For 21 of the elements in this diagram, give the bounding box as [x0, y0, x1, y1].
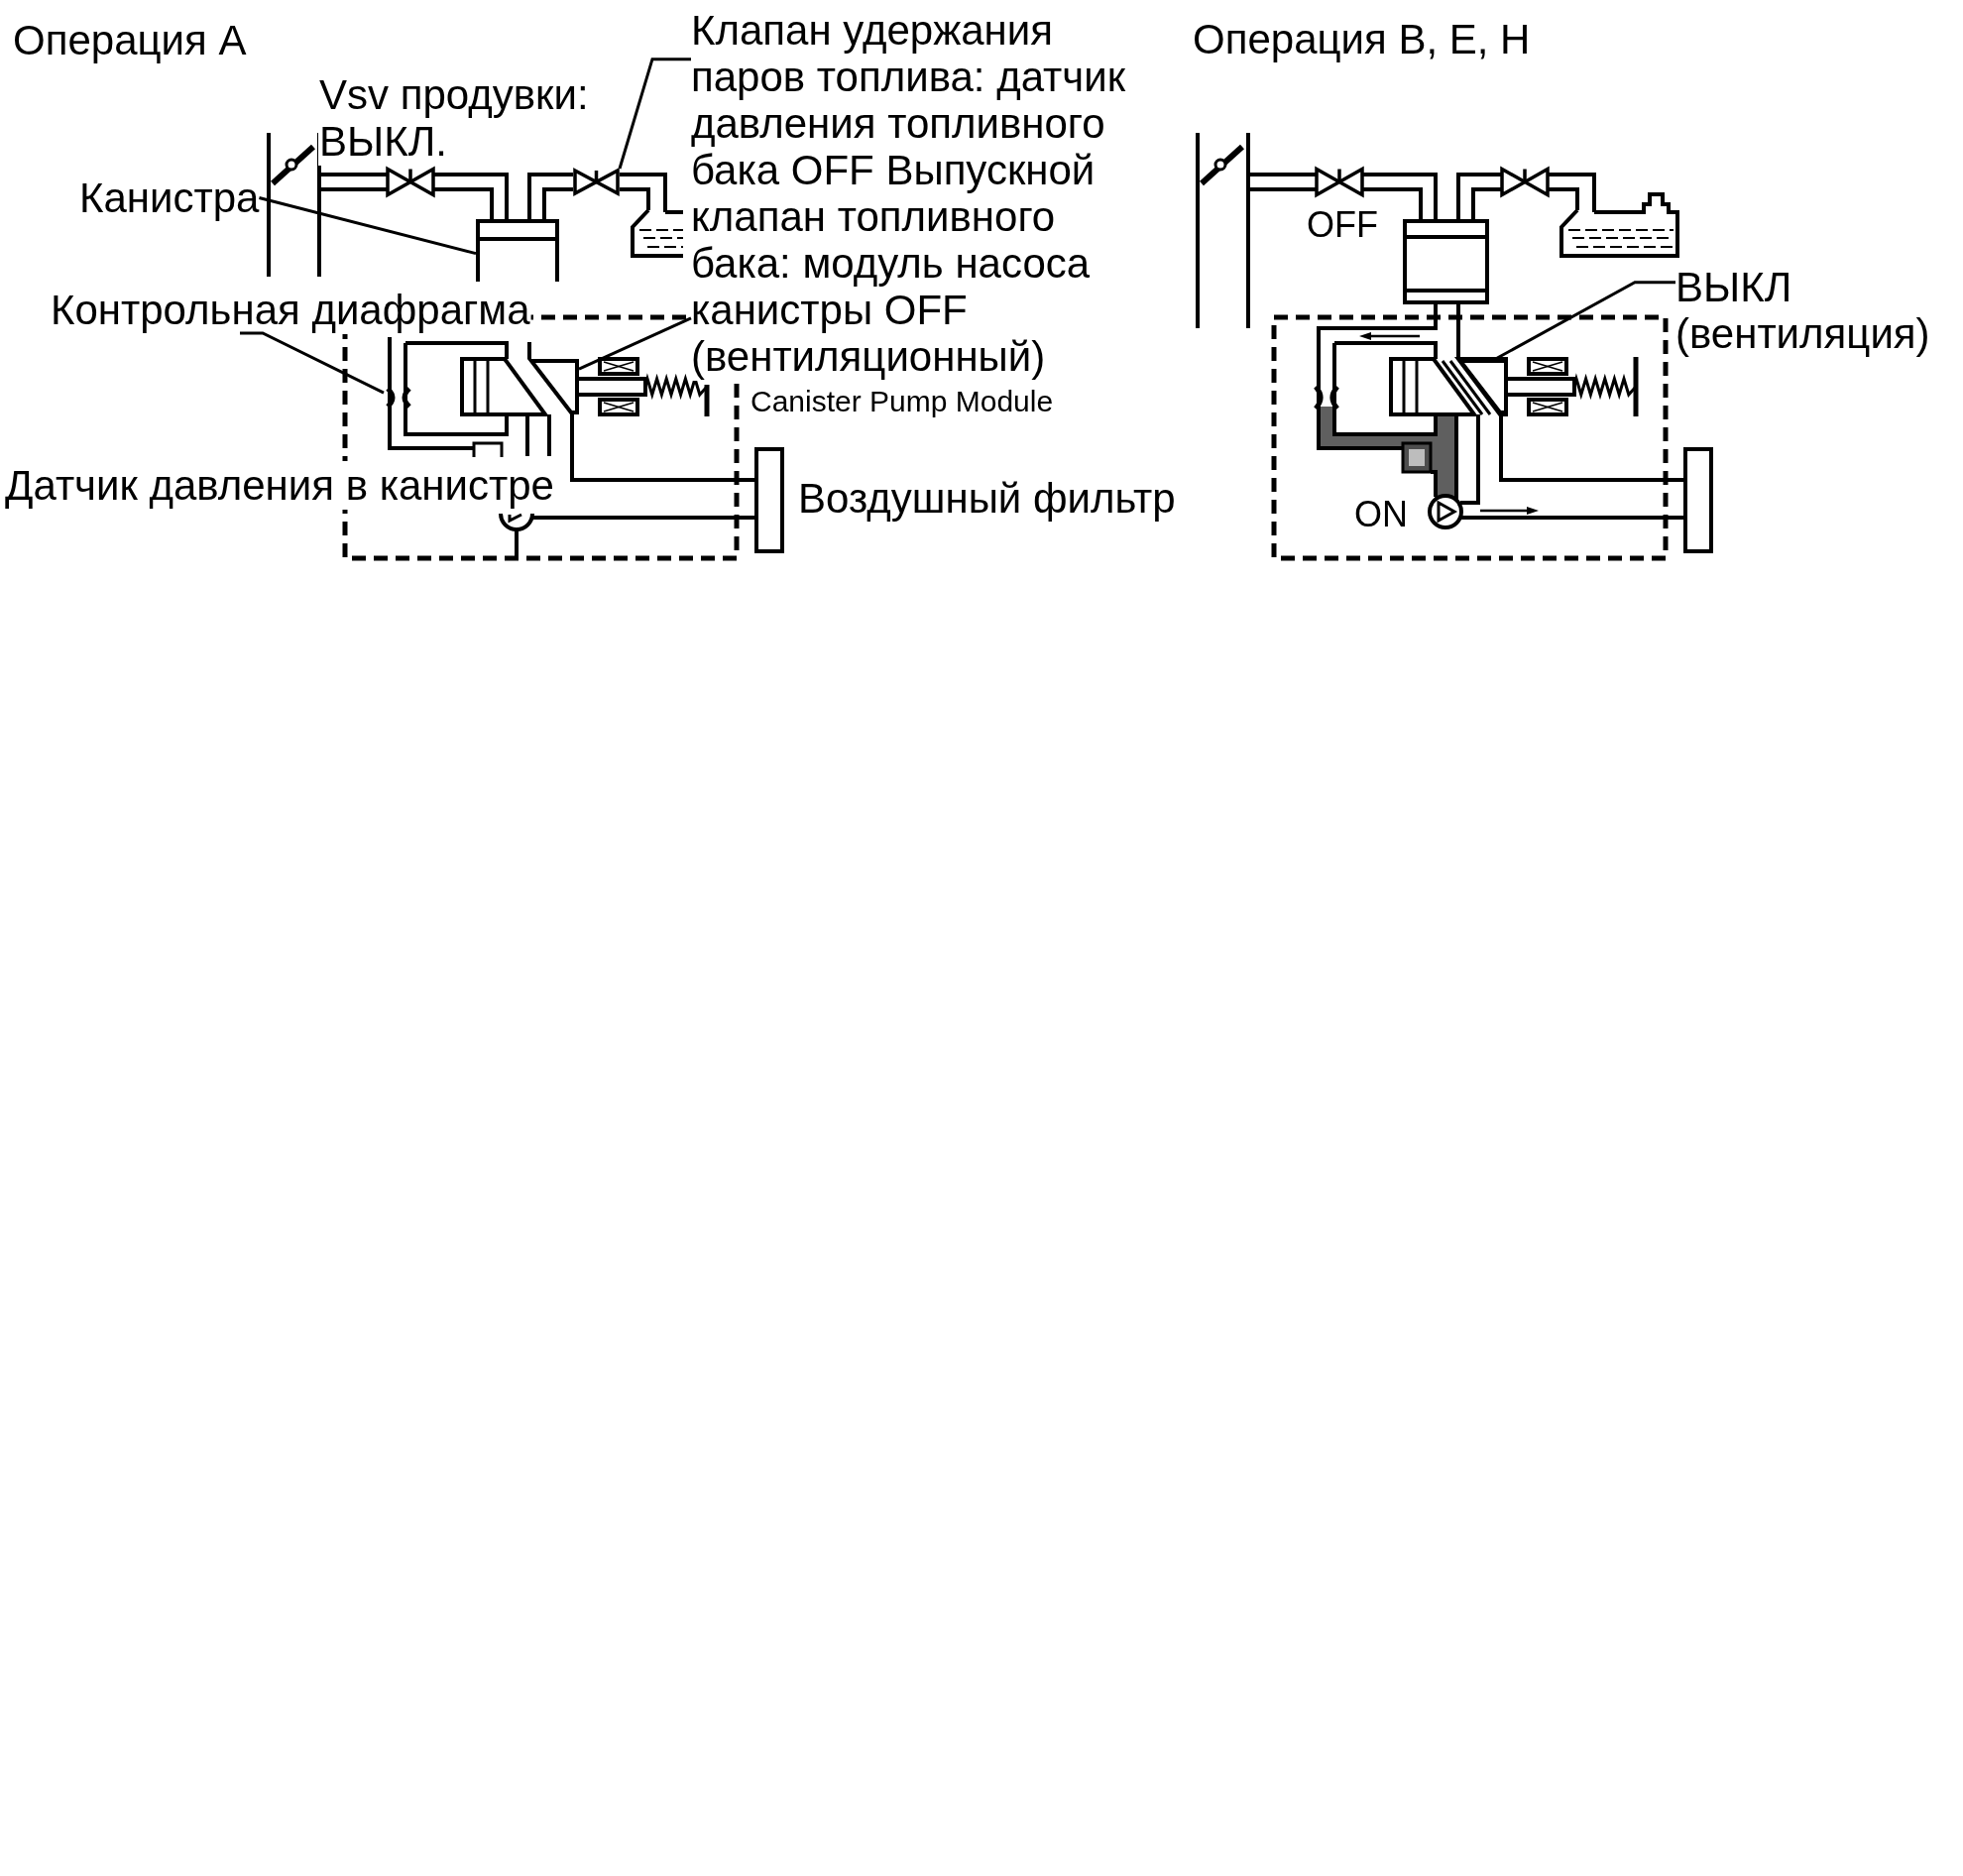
valve-symbol	[573, 169, 620, 195]
part-label: Canister Pump Module	[751, 384, 1054, 419]
canister	[476, 219, 559, 282]
part-label: Воздушный фильтр	[798, 475, 1176, 522]
callout-label: Канистра	[79, 175, 260, 221]
callout-label: Клапан удержания паров топлива: датчик давления топливного бака OFF Выпускной клапан топливного бака: модуль насоса канистры OFF (вентиляционный)	[691, 7, 1142, 380]
panel-heading: Операция A	[13, 17, 247, 63]
leader-line	[259, 196, 477, 256]
part-label: Датчик давления в канистре	[5, 462, 554, 509]
state-label: ON	[1354, 494, 1408, 535]
switching-valve	[529, 359, 579, 414]
orifice-symbol	[384, 386, 413, 410]
pipe-line	[527, 173, 575, 221]
leader-line	[578, 316, 692, 371]
leader-line	[618, 58, 691, 170]
state-label: Vsv продувки: ВЫКЛ.	[319, 71, 590, 165]
panel-heading: Операция B, E, H	[1193, 16, 1531, 62]
callout-label: Контрольная диафрагма	[51, 287, 530, 333]
leader-line	[240, 331, 385, 395]
callout-label: ВЫКЛ (вентиляция)	[1675, 264, 1958, 357]
state-label: OFF	[1307, 204, 1378, 246]
